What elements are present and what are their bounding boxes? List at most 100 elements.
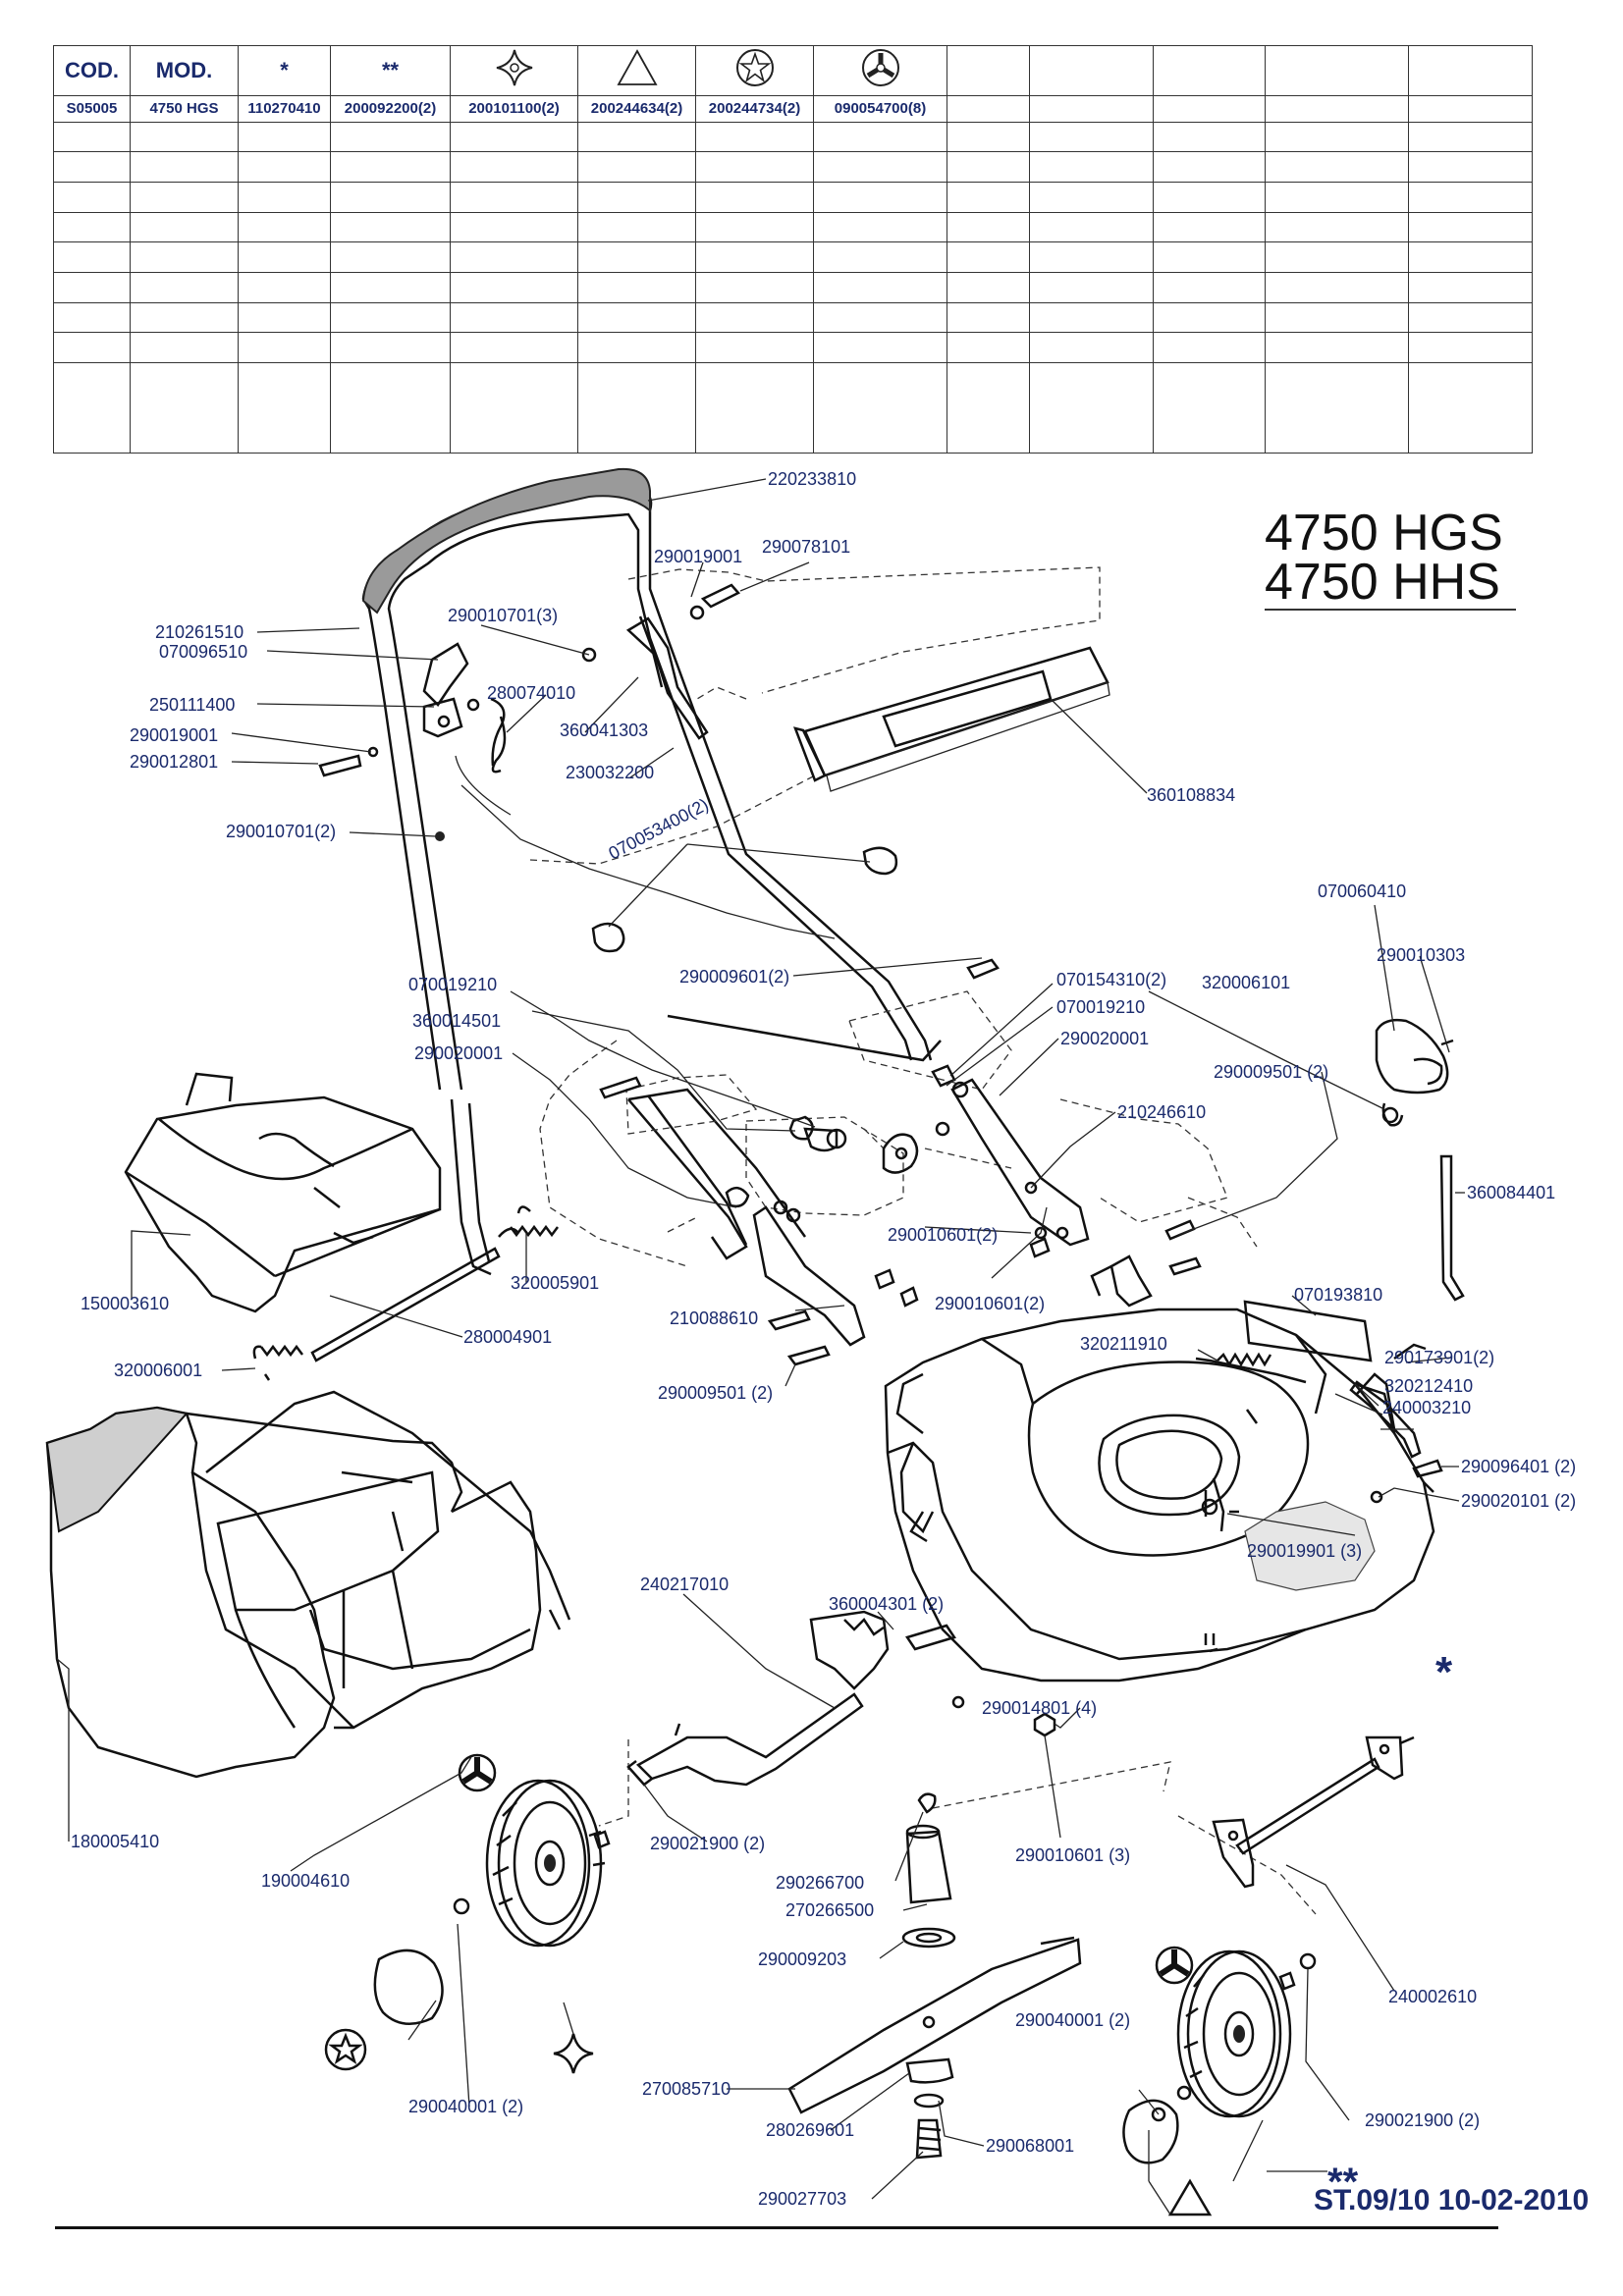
- table-cell: [577, 211, 696, 243]
- header-cod: COD.: [53, 45, 131, 96]
- table-row: [53, 241, 1533, 273]
- wheel-double-star-symbol: **: [1327, 2161, 1359, 2204]
- part-label: 230032200: [566, 763, 654, 782]
- header-empty-5: [1408, 45, 1533, 96]
- model-title-line-1: 4750 HGS: [1265, 505, 1503, 561]
- part-label: 290040001 (2): [408, 2097, 523, 2116]
- mower-deck: [884, 1255, 1435, 1682]
- part-label: 290040001 (2): [1015, 2010, 1130, 2030]
- part-label: 210261510: [155, 622, 243, 642]
- part-label: 070193810: [1294, 1285, 1382, 1305]
- part-label: 290021900 (2): [650, 1834, 765, 1853]
- table-cell: [947, 361, 1030, 454]
- table-header-row: COD. MOD. * **: [53, 45, 1533, 96]
- model-title-underline: [1265, 609, 1516, 611]
- grass-bag: [45, 1390, 571, 1779]
- table-cell: 110270410: [238, 95, 331, 123]
- part-label: 290173901(2): [1384, 1348, 1494, 1367]
- part-label: 240217010: [640, 1575, 729, 1594]
- table-cell: [1265, 271, 1409, 303]
- header-double-star: **: [330, 45, 451, 96]
- part-label: 240003210: [1382, 1398, 1471, 1417]
- rear-flap: [792, 646, 1110, 792]
- part-label: 290009501 (2): [658, 1383, 773, 1403]
- table-row: [53, 271, 1533, 303]
- part-label: 320211910: [1080, 1334, 1167, 1354]
- part-label: 290010701(2): [226, 822, 336, 841]
- table-cell: [130, 241, 239, 273]
- table-cell: [1153, 241, 1266, 273]
- table-cell: [1408, 271, 1533, 303]
- part-label: 290019901 (3): [1247, 1541, 1362, 1561]
- header-mod: MOD.: [130, 45, 239, 96]
- table-cell: [130, 211, 239, 243]
- part-label: 320006001: [114, 1361, 202, 1380]
- part-label: 290009601(2): [679, 967, 789, 987]
- table-cell: [450, 361, 578, 454]
- table-cell: [130, 121, 239, 153]
- part-label: 290020001: [1060, 1029, 1149, 1048]
- table-cell: 090054700(8): [813, 95, 947, 123]
- front-axle: [626, 1692, 864, 1787]
- table-cell: [1029, 301, 1154, 334]
- table-cell: 200101100(2): [450, 95, 578, 123]
- part-label: 290019001: [130, 725, 218, 745]
- model-title: 4750 HGS 4750 HHS: [1265, 505, 1503, 611]
- part-label: 070096510: [159, 642, 247, 662]
- table-row: [53, 211, 1533, 243]
- table-cell: [813, 151, 947, 183]
- table-cell: [1153, 151, 1266, 183]
- part-label: 210246610: [1117, 1102, 1206, 1122]
- part-label: 280004901: [463, 1327, 552, 1347]
- parts-code-table: COD. MOD. * **: [53, 45, 1533, 454]
- table-cell: [330, 271, 451, 303]
- three-spoke-hub-icon: [861, 49, 899, 86]
- table-cell: [813, 332, 947, 363]
- header-four-point-star: [450, 45, 578, 96]
- part-label: 290020001: [414, 1043, 503, 1063]
- table-cell: [695, 181, 814, 213]
- header-three-spoke-hub: [813, 45, 947, 96]
- table-cell: [813, 211, 947, 243]
- part-label: 290266700: [776, 1873, 864, 1893]
- table-cell: [813, 271, 947, 303]
- part-label: 070053400(2): [605, 794, 711, 863]
- cutting-blade: [787, 1936, 1082, 2114]
- table-cell: [450, 241, 578, 273]
- part-label: 210088610: [670, 1308, 758, 1328]
- part-label: 290021900 (2): [1365, 2110, 1480, 2130]
- table-row: [53, 121, 1533, 153]
- table-cell: [330, 361, 451, 454]
- table-cell: [947, 151, 1030, 183]
- header-triangle: [577, 45, 696, 96]
- part-label: 240002610: [1388, 1987, 1477, 2006]
- part-label: 290009203: [758, 1949, 846, 1969]
- part-label: 190004610: [261, 1871, 350, 1891]
- table-cell: [1153, 271, 1266, 303]
- header-empty-4: [1265, 45, 1409, 96]
- table-cell: [947, 95, 1030, 123]
- model-title-line-2: 4750 HHS: [1265, 554, 1500, 611]
- table-cell: [53, 301, 131, 334]
- front-wheel: [373, 1753, 611, 2025]
- part-label: 360041303: [560, 721, 648, 740]
- table-cell: [577, 271, 696, 303]
- table-cell: [1408, 121, 1533, 153]
- part-label: 290009501 (2): [1214, 1062, 1328, 1082]
- part-label: 280269601: [766, 2120, 854, 2140]
- table-cell: [53, 361, 131, 454]
- table-cell: [450, 301, 578, 334]
- part-label: 290010701(3): [448, 606, 558, 625]
- table-cell: 200244734(2): [695, 95, 814, 123]
- part-label: 290012801: [130, 752, 218, 772]
- part-label: 290096401 (2): [1461, 1457, 1576, 1476]
- table-cell: [813, 241, 947, 273]
- star-circle-icon: [735, 49, 774, 86]
- table-cell: [1029, 361, 1154, 454]
- table-cell: [53, 151, 131, 183]
- table-cell: [695, 151, 814, 183]
- table-cell: [53, 241, 131, 273]
